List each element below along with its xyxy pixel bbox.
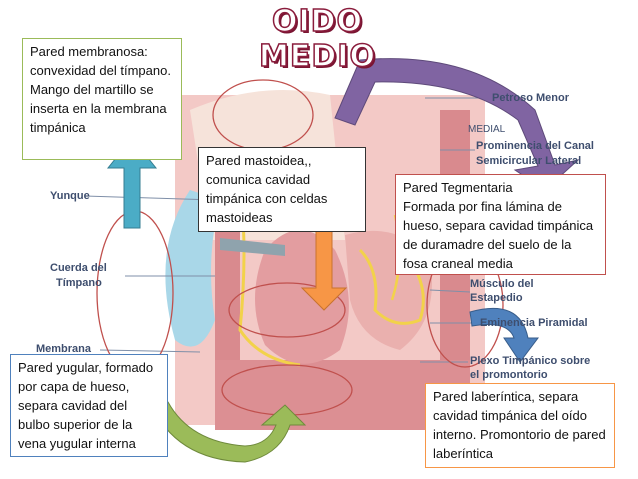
label-musculo-line2: Estapedio — [470, 292, 523, 304]
label-plexo-line1: Plexo Timpánico sobre — [470, 355, 591, 367]
arrow-down-orange — [300, 225, 348, 311]
probe — [220, 238, 285, 256]
box-pared-tegmentaria: Pared Tegmentaria Formada por fina lámin… — [395, 174, 606, 275]
box-pared-membranosa: Pared membranosa: convexidad del tímpano… — [22, 38, 182, 160]
leader-membrana — [99, 349, 201, 353]
label-yunque: Yunque — [50, 190, 90, 202]
tympanic-plexus-nerve — [358, 248, 425, 325]
label-eminencia: Eminencia Piramidal — [480, 317, 588, 329]
label-cuerda-line2: Tímpano — [56, 277, 102, 289]
arrow-curved-darkblue — [469, 307, 539, 363]
label-membrana: Membrana — [36, 343, 92, 355]
page-title: OIDO MEDIO — [258, 3, 376, 75]
highlight-ellipse-mastoid — [228, 282, 346, 338]
label-petroso-menor: Petroso Menor — [492, 92, 570, 104]
arrow-curved-green — [149, 401, 307, 463]
tegmentaria-title: Pared Tegmentaria — [403, 180, 513, 195]
label-plexo-line2: el promontorio — [470, 369, 548, 381]
label-cuerda-line1: Cuerda del — [50, 262, 107, 274]
label-musculo-line1: Músculo del — [470, 278, 534, 290]
arrow-up-blue — [106, 137, 158, 229]
box-pared-mastoidea: Pared mastoidea,, comunica cavidad timpá… — [198, 147, 366, 232]
tegmentaria-body: Formada por fina lámina de hueso, separa… — [403, 199, 594, 271]
label-medial: MEDIAL — [468, 124, 506, 135]
box-pared-laberintica: Pared laberíntica, separa cavidad timpán… — [425, 383, 615, 468]
box-pared-yugular: Pared yugular, formado por capa de hueso… — [10, 354, 168, 457]
label-canal-line1: Prominencia del Canal — [476, 140, 594, 152]
label-canal-line2: Semicircular Lateral — [476, 155, 582, 167]
leader-musculo — [429, 289, 471, 293]
leader-yunque — [84, 195, 216, 201]
